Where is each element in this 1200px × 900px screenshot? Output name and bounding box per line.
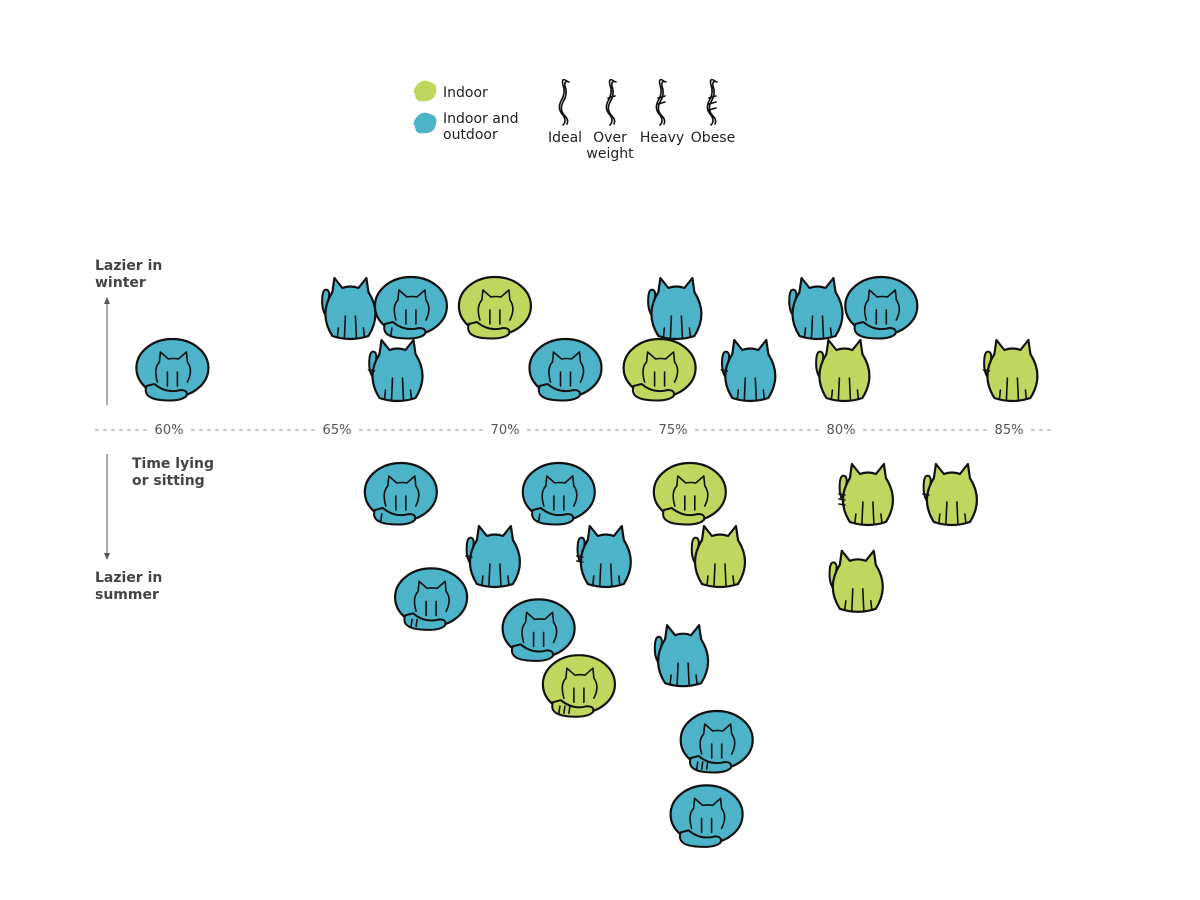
legend-weight-heavy: Heavy bbox=[640, 78, 684, 146]
arrow-up-icon bbox=[104, 297, 110, 304]
cat-mark-26 bbox=[679, 709, 754, 774]
x-tick-label: 85% bbox=[995, 423, 1024, 438]
tail-stripe bbox=[708, 95, 717, 99]
cat-mark-16 bbox=[838, 462, 894, 527]
x-tick-label: 65% bbox=[323, 423, 352, 438]
tail-icon bbox=[558, 78, 570, 126]
legend-weight-label: Heavy bbox=[640, 130, 684, 146]
tail-icon bbox=[706, 78, 718, 126]
legend-weight-obese: Obese bbox=[691, 78, 735, 146]
cat-mark-20 bbox=[690, 524, 747, 589]
tail-stripe bbox=[607, 95, 616, 99]
cat-mark-0 bbox=[135, 337, 210, 402]
cat-mark-4 bbox=[457, 275, 532, 340]
tick-bg bbox=[655, 420, 691, 438]
legend-swatch-indoor bbox=[413, 80, 437, 102]
legend-label-indoor-outdoor: Indoor and outdoor bbox=[443, 111, 523, 143]
tick-bg bbox=[319, 420, 355, 438]
cat-mark-3 bbox=[367, 338, 424, 403]
cat-mark-11 bbox=[844, 275, 919, 340]
legend-label-indoor: Indoor bbox=[443, 85, 488, 101]
legend-label-indoor-outdoor-line1: Indoor and bbox=[443, 111, 519, 127]
cat-mark-1 bbox=[321, 276, 377, 341]
tail-stripe bbox=[657, 101, 666, 105]
cat-mark-8 bbox=[720, 338, 777, 403]
cat-mark-5 bbox=[528, 337, 603, 402]
x-axis: 60% 65% 70% 75% 80% 85% bbox=[95, 420, 1052, 438]
cat-mark-7 bbox=[622, 337, 697, 402]
legend-swatch-indoor-outdoor bbox=[413, 112, 437, 134]
cat-mark-23 bbox=[828, 549, 884, 613]
cat-mark-22 bbox=[501, 598, 576, 662]
cat-mark-25 bbox=[541, 654, 617, 718]
legend-label-indoor-outdoor-line2: outdoor bbox=[443, 127, 498, 143]
tail-icon bbox=[655, 78, 667, 126]
tail-stripe bbox=[708, 107, 717, 111]
cat-mark-12 bbox=[982, 338, 1039, 403]
arrow-down-icon bbox=[104, 553, 110, 560]
tick-bg bbox=[823, 420, 859, 438]
x-tick-label: 70% bbox=[491, 423, 520, 438]
tick-bg bbox=[487, 420, 523, 438]
cat-mark-24 bbox=[653, 624, 710, 688]
x-tick-label: 60% bbox=[155, 423, 184, 438]
cat-mark-2 bbox=[373, 275, 448, 340]
cat-mark-13 bbox=[363, 461, 438, 526]
legend-weight-label: Ideal bbox=[548, 130, 582, 146]
legend-weight-ideal: Ideal bbox=[548, 78, 582, 146]
cat-mark-17 bbox=[922, 462, 978, 527]
cat-mark-15 bbox=[652, 461, 727, 526]
cat-mark-21 bbox=[394, 567, 469, 631]
cat-mark-27 bbox=[669, 784, 744, 848]
cat-marks bbox=[135, 275, 1039, 848]
cat-mark-18 bbox=[465, 524, 521, 589]
cat-mark-14 bbox=[521, 461, 596, 526]
tick-bg bbox=[991, 420, 1027, 438]
x-tick-label: 75% bbox=[659, 423, 688, 438]
legend-weight-label: Obese bbox=[691, 130, 735, 146]
legend-location: Indoor Indoor and outdoor bbox=[413, 80, 523, 143]
tick-bg bbox=[151, 420, 187, 438]
cat-mark-9 bbox=[788, 276, 844, 341]
x-tick-label: 80% bbox=[827, 423, 856, 438]
tail-icon bbox=[605, 78, 617, 126]
tail-stripe bbox=[657, 95, 666, 99]
cat-mark-10 bbox=[815, 338, 871, 403]
cat-mark-19 bbox=[575, 524, 632, 589]
cat-mark-6 bbox=[647, 276, 703, 341]
tail-stripe bbox=[708, 101, 717, 105]
